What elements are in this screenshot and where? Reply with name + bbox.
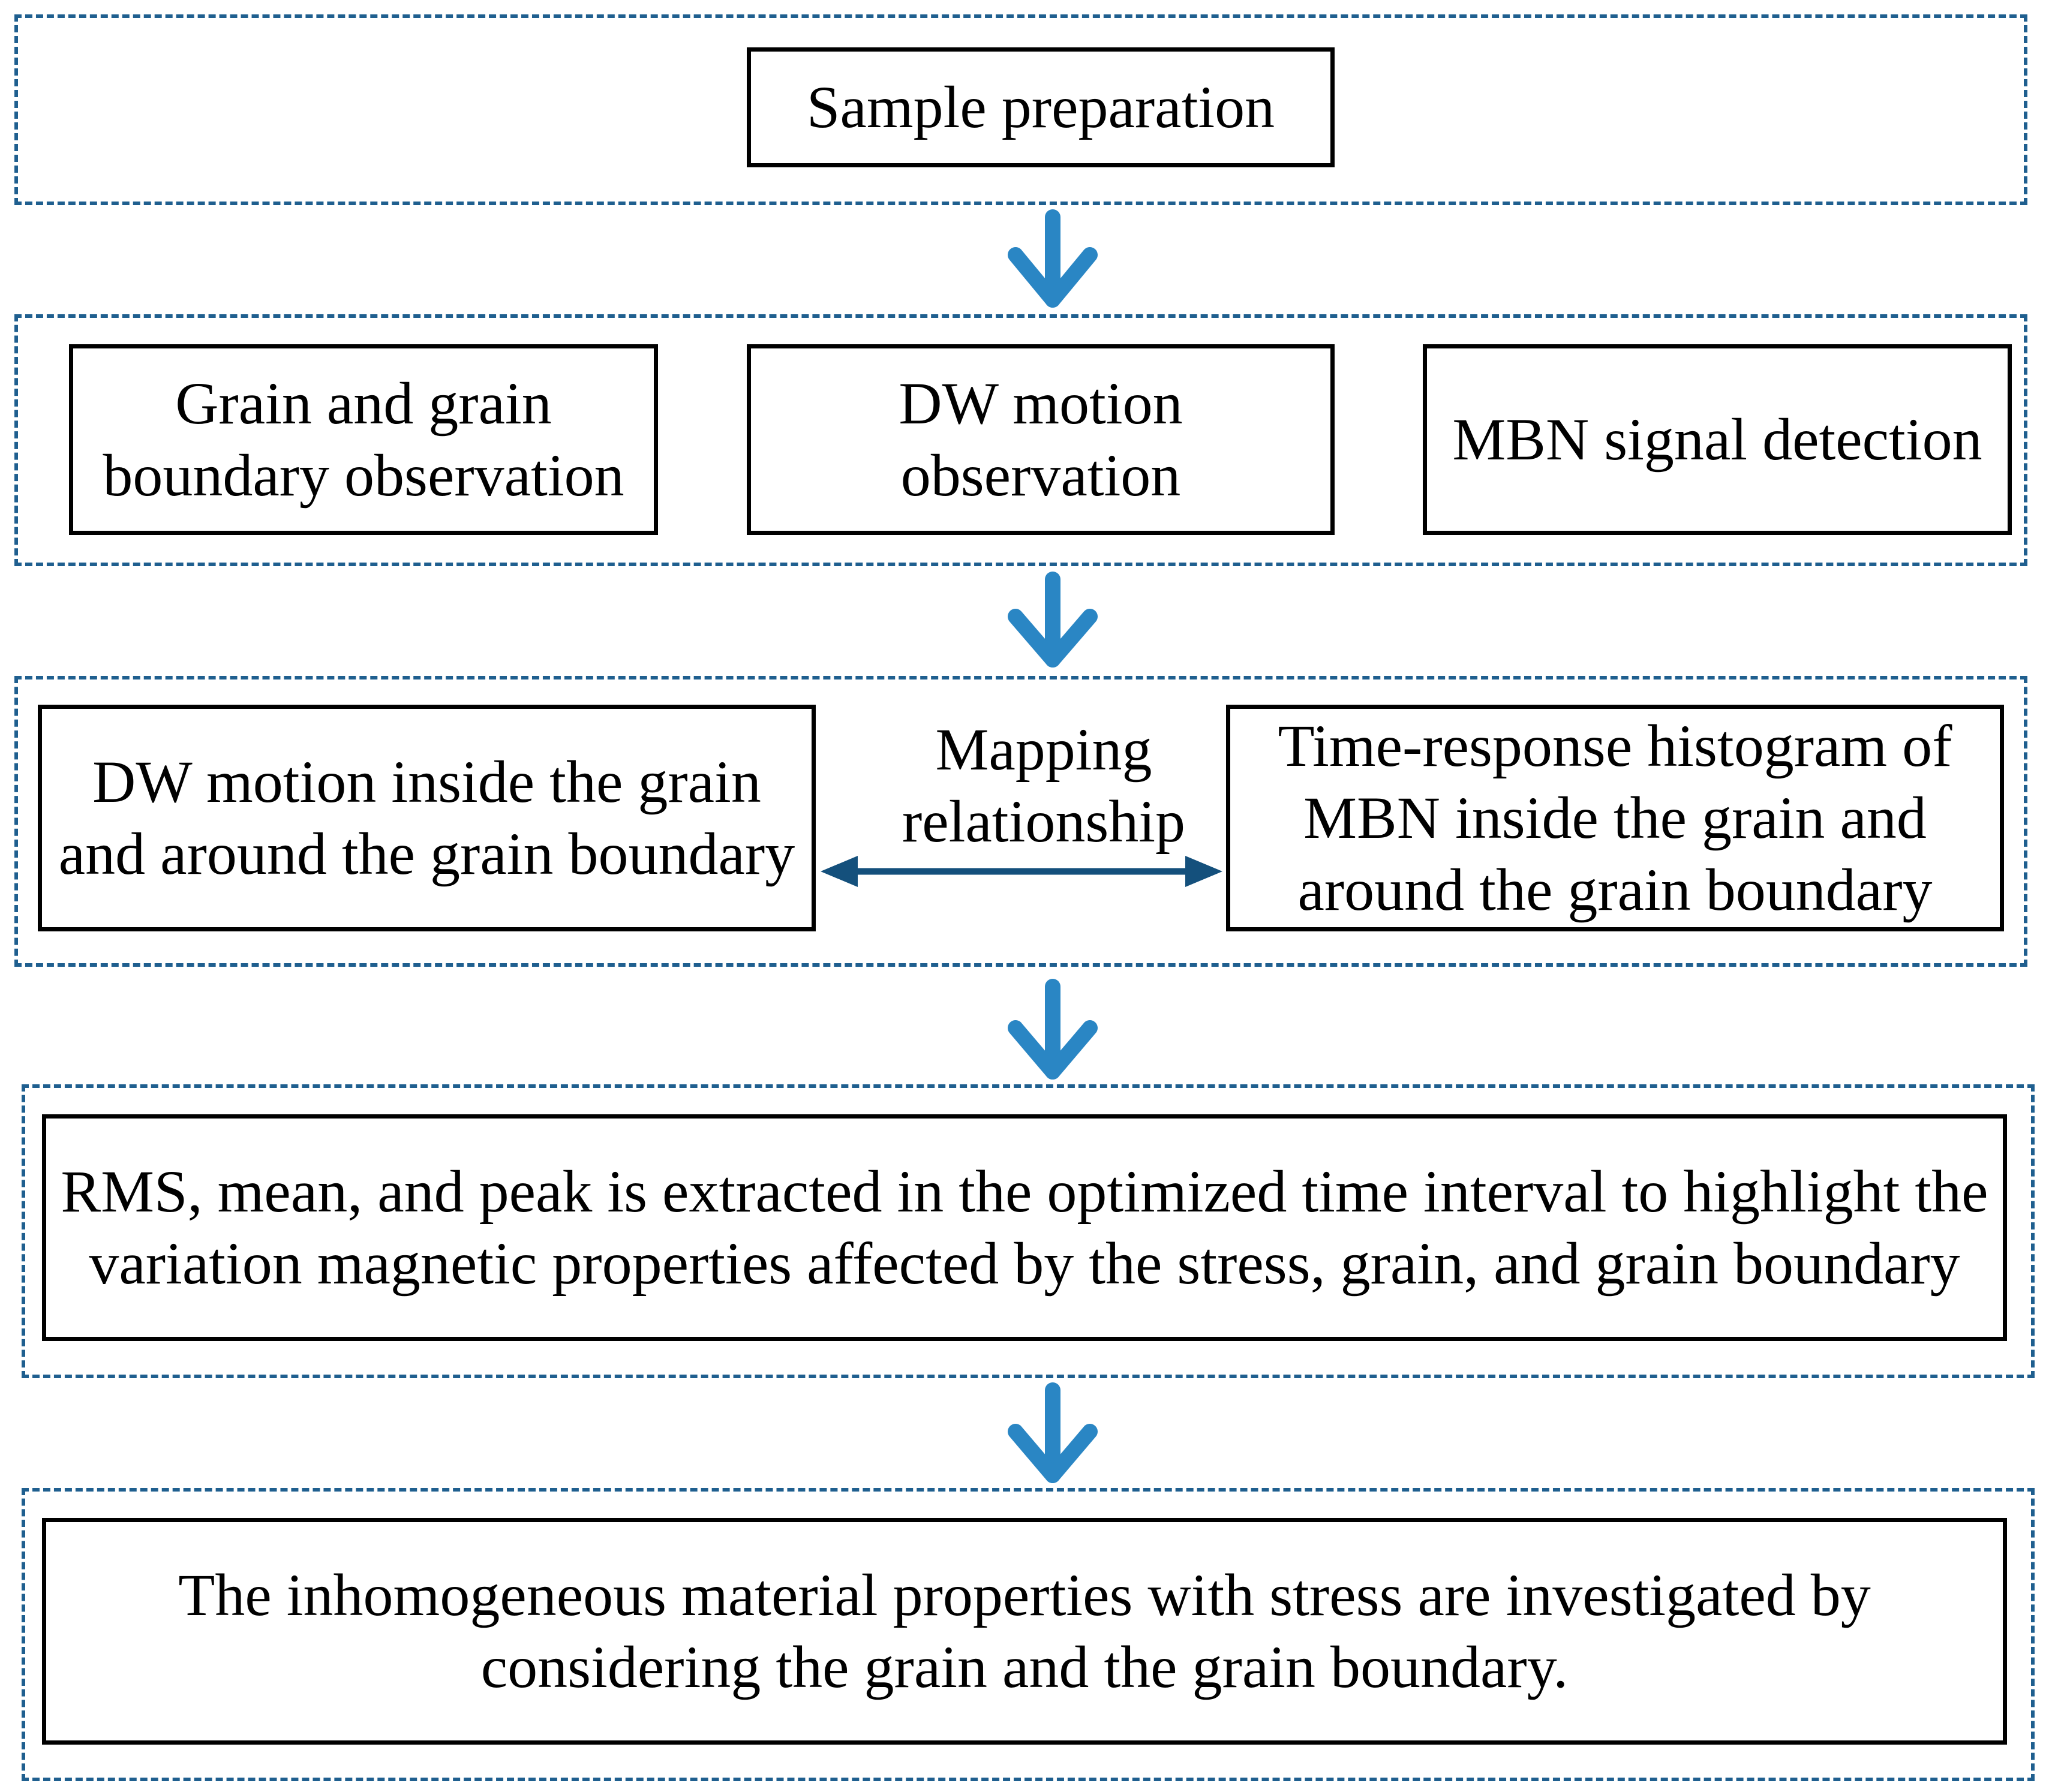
stage-5-group [22,1488,2035,1781]
stage-3-group [14,676,2027,967]
stage-1-group [14,14,2027,205]
dw-motion-observation-label: DW motion observation [899,370,1183,509]
dw-motion-inside-box: DW motion inside the grain and around th… [38,705,816,931]
flow-arrow-3 [1008,979,1098,1080]
flow-arrow-1 [1008,209,1098,308]
mapping-double-arrow [821,856,1222,887]
dw-motion-observation-box: DW motion observation [747,344,1335,535]
sample-preparation-box: Sample preparation [747,47,1335,167]
grain-observation-box: Grain and grain boundary observation [69,344,658,535]
flow-arrow-2 [1008,572,1098,668]
rms-extraction-label: RMS, mean, and peak is extracted in the … [61,1158,1988,1297]
histogram-box: Time-response histogram of MBN inside th… [1226,705,2004,931]
stage-4-group [22,1084,2035,1378]
flow-arrow-4 [1008,1382,1098,1483]
mbn-detection-label: MBN signal detection [1452,406,1982,473]
conclusion-box: The inhomogeneous material properties wi… [42,1518,2007,1745]
conclusion-label: The inhomogeneous material properties wi… [178,1562,1871,1700]
dw-motion-inside-label: DW motion inside the grain and around th… [58,748,795,887]
stage-2-group [14,314,2027,566]
sample-preparation-label: Sample preparation [806,74,1275,140]
grain-observation-label: Grain and grain boundary observation [103,370,624,509]
mapping-relationship-label: Mapping relationship [902,716,1186,855]
mbn-detection-box: MBN signal detection [1423,344,2012,535]
rms-extraction-box: RMS, mean, and peak is extracted in the … [42,1114,2007,1341]
histogram-label: Time-response histogram of MBN inside th… [1278,712,1952,923]
